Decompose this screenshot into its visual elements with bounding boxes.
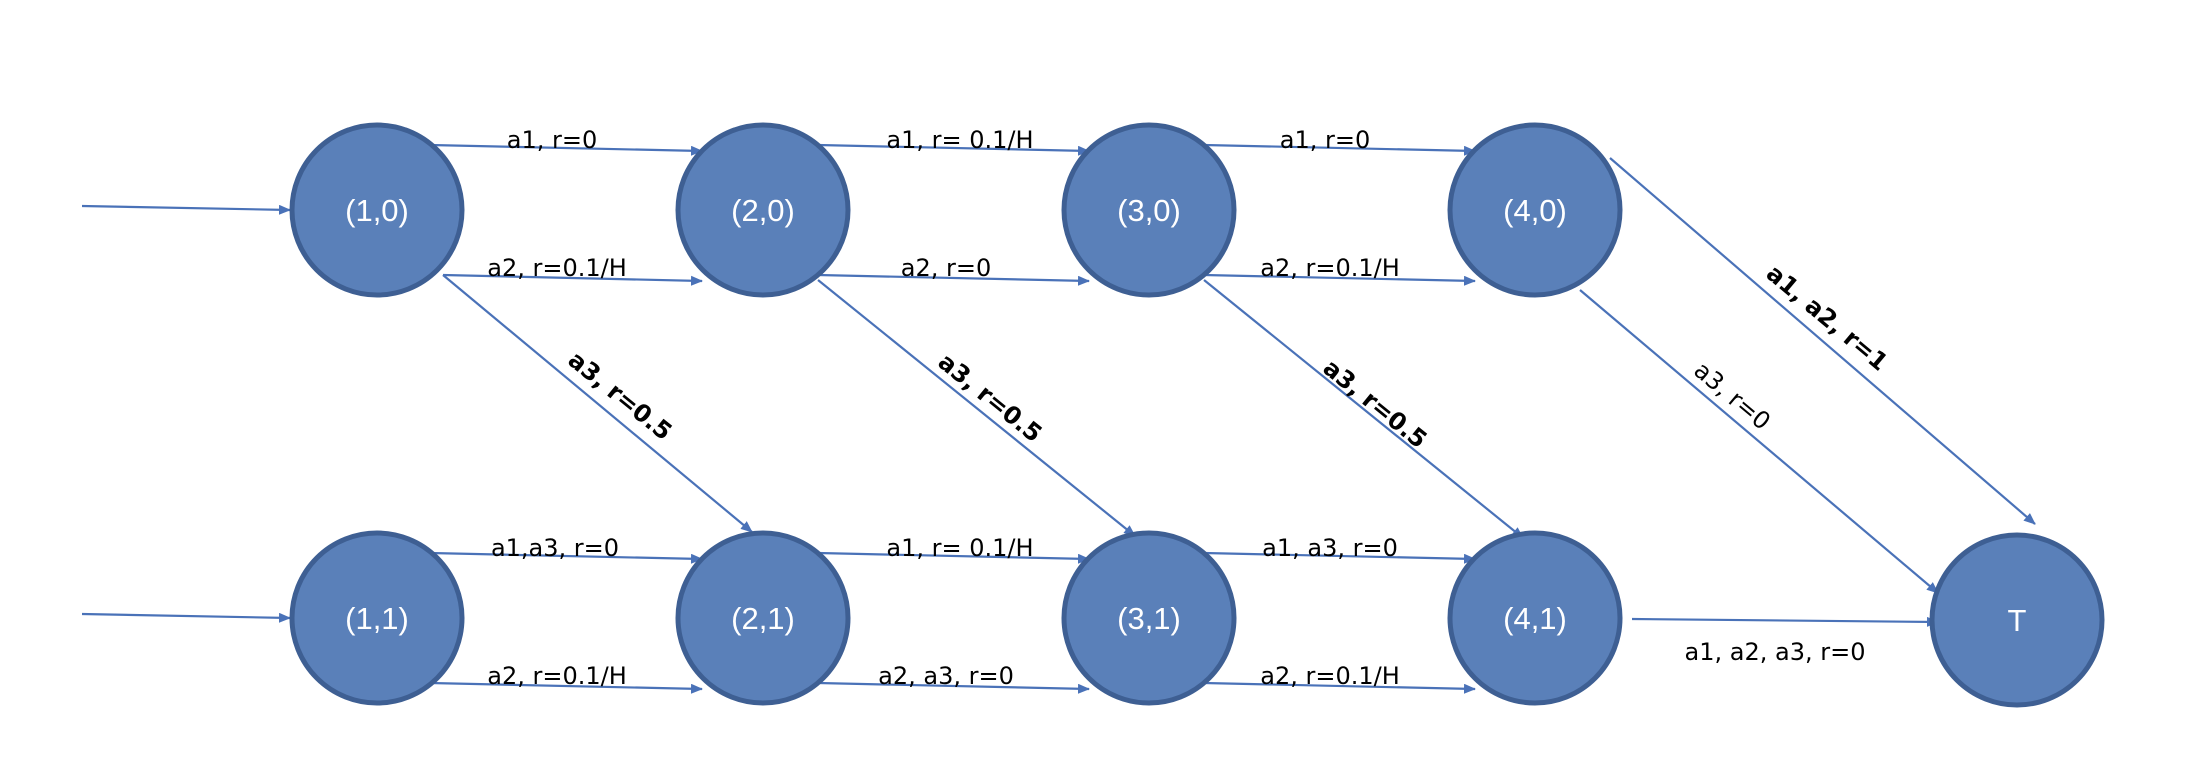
label-1-0-to-2-0-a2: a2, r=0.1/H — [487, 254, 627, 282]
node-3-1-circle — [1061, 530, 1237, 706]
node-3-1: (3,1) — [1061, 530, 1237, 706]
edge-2-0-to-3-1-a3 — [817, 279, 1136, 537]
node-1-1: (1,1) — [289, 530, 465, 706]
label-2-0-to-3-0-a2: a2, r=0 — [901, 254, 991, 282]
edge-1-0-to-2-0-a1 — [429, 143, 703, 156]
label-2-0-to-3-1-a3: a3, r=0.5 — [933, 348, 1048, 448]
node-3-0-circle — [1061, 122, 1237, 298]
edge-3-0-to-4-1-a3 — [1203, 279, 1524, 539]
edge-4-0-to-t-a1-a2 — [1609, 157, 2036, 525]
node-2-0: (2,0) — [675, 122, 851, 298]
edge-4-0-to-t-a3 — [1579, 289, 1939, 594]
edge-3-1-to-4-1-a1-a3 — [1203, 551, 1476, 564]
edge-4-1-to-t-all — [1631, 616, 1939, 627]
edge-2-0-to-3-0-a2 — [817, 273, 1090, 286]
edge-3-1-to-4-1-a2 — [1203, 681, 1476, 694]
node-4-0-label: (4,0) — [1503, 193, 1567, 228]
node-1-0-circle — [289, 122, 465, 298]
label-1-0-to-2-1-a3: a3, r=0.5 — [563, 346, 678, 446]
node-terminal: T — [1929, 532, 2105, 708]
edge-1-0-to-2-1-a3 — [442, 274, 753, 533]
edge-1-1-to-2-1-a1-a3 — [429, 551, 703, 564]
node-terminal-label: T — [2008, 603, 2027, 638]
edge-3-0-to-4-0-a1 — [1203, 143, 1476, 156]
node-2-0-label: (2,0) — [731, 193, 795, 228]
node-2-1-circle — [675, 530, 851, 706]
edges — [81, 143, 2036, 694]
edge-1-1-to-2-1-a2 — [429, 681, 703, 694]
node-4-1-label: (4,1) — [1503, 601, 1567, 636]
label-1-0-to-2-0-a1: a1, r=0 — [507, 126, 597, 154]
start-arrow-1-1 — [81, 612, 291, 623]
label-4-1-to-t-all: a1, a2, a3, r=0 — [1685, 638, 1866, 666]
label-2-1-to-3-1-a1: a1, r= 0.1/H — [886, 534, 1033, 562]
label-2-0-to-3-0-a1: a1, r= 0.1/H — [886, 126, 1033, 154]
node-3-0-label: (3,0) — [1117, 193, 1181, 228]
label-3-1-to-4-1-a2: a2, r=0.1/H — [1260, 662, 1400, 690]
node-2-0-circle — [675, 122, 851, 298]
node-3-0: (3,0) — [1061, 122, 1237, 298]
label-4-0-to-t-a1-a2: a1, a2, r=1 — [1761, 259, 1893, 376]
edge-2-0-to-3-0-a1 — [817, 143, 1090, 156]
edge-2-1-to-3-1-a1 — [817, 551, 1090, 564]
start-arrow-1-0 — [81, 204, 291, 215]
node-2-1: (2,1) — [675, 530, 851, 706]
label-1-1-to-2-1-a2: a2, r=0.1/H — [487, 662, 627, 690]
label-1-1-to-2-1-a1-a3: a1,a3, r=0 — [491, 534, 619, 562]
node-1-0: (1,0) — [289, 122, 465, 298]
label-3-1-to-4-1-a1-a3: a1, a3, r=0 — [1262, 534, 1398, 562]
node-4-1-circle — [1447, 530, 1623, 706]
label-3-0-to-4-0-a1: a1, r=0 — [1280, 126, 1370, 154]
node-3-1-label: (3,1) — [1117, 601, 1181, 636]
label-2-1-to-3-1-a2-a3: a2, a3, r=0 — [878, 662, 1014, 690]
edge-3-0-to-4-0-a2 — [1203, 273, 1476, 286]
node-1-1-label: (1,1) — [345, 601, 409, 636]
edge-1-0-to-2-0-a2 — [442, 273, 703, 286]
node-1-0-label: (1,0) — [345, 193, 409, 228]
label-3-0-to-4-0-a2: a2, r=0.1/H — [1260, 254, 1400, 282]
label-3-0-to-4-1-a3: a3, r=0.5 — [1318, 354, 1433, 454]
node-4-1: (4,1) — [1447, 530, 1623, 706]
node-4-0: (4,0) — [1447, 122, 1623, 298]
label-4-0-to-t-a3: a3, r=0 — [1688, 356, 1775, 436]
node-2-1-label: (2,1) — [731, 601, 795, 636]
node-4-0-circle — [1447, 122, 1623, 298]
node-terminal-circle — [1929, 532, 2105, 708]
node-1-1-circle — [289, 530, 465, 706]
edge-2-1-to-3-1-a2-a3 — [817, 681, 1090, 694]
